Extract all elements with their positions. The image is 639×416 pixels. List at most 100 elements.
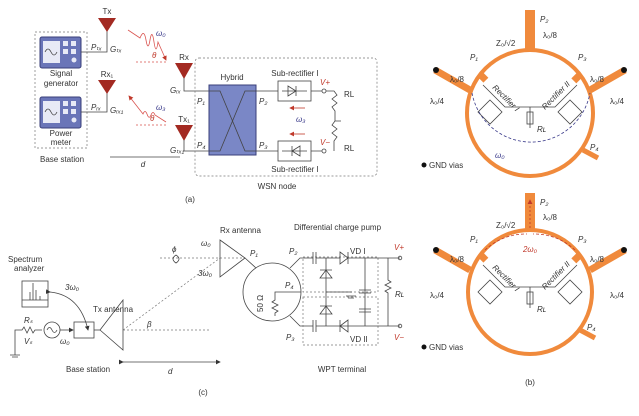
- hybrid-label: Hybrid: [220, 73, 243, 82]
- wsn-node-label: WSN node: [258, 182, 297, 191]
- rectifier-1-label-b: Rectifier I: [491, 263, 522, 294]
- vd2-label: VD II: [350, 335, 368, 344]
- lambda8-right-label: λ₀/8: [590, 75, 605, 84]
- vd1-box: [302, 256, 379, 293]
- wpt-terminal-label: WPT terminal: [318, 365, 367, 374]
- tx1-label: Tx₁: [178, 115, 190, 124]
- z0-label-b: Z₀/√2: [496, 221, 516, 230]
- p2-label: P₂: [259, 97, 267, 106]
- lambda4-right-label: λ₀/4: [610, 97, 625, 106]
- gnd-via-icon-b: [421, 344, 427, 350]
- p4-label-b: P₄: [587, 323, 596, 332]
- tx-antenna-icon: [98, 18, 116, 32]
- rectifier-2-label-b: Rectifier II: [540, 259, 572, 291]
- tx-label: Tx: [103, 7, 112, 16]
- base-station-c-label: Base station: [66, 365, 110, 374]
- signal-generator-label: Signal: [50, 69, 72, 78]
- gnd-vias-label: GND vias: [429, 161, 463, 170]
- p2-label: P₂: [540, 15, 548, 24]
- phi-label: ϕ: [172, 245, 177, 254]
- p1-c-label: P₁: [250, 249, 258, 258]
- v-minus-c-label: V−: [394, 333, 404, 342]
- omega0-rx-label: ω₀: [201, 239, 211, 248]
- p4-label: P₄: [197, 141, 206, 150]
- three-omega0-rx-label: 3ω₀: [198, 269, 213, 278]
- g-rx1-label: Gᵣₓ₁: [110, 106, 124, 115]
- p1-label-b: P₁: [470, 235, 478, 244]
- theta-label-2: θ: [150, 114, 155, 123]
- rx-label: Rx: [179, 53, 189, 62]
- panel-b-caption: (b): [525, 378, 535, 387]
- lambda4-left-label: λ₀/4: [430, 97, 445, 106]
- rx1-label: Rx₁: [101, 70, 114, 79]
- p1-label: P₁: [470, 53, 478, 62]
- distance-label: d: [141, 160, 146, 169]
- vd1-label: VD I: [350, 247, 366, 256]
- panel-b: Rectifier I Rectifier II Rʟ P₂ λ₀/8 Z₀/√…: [421, 10, 627, 387]
- rx-antenna-icon: [219, 239, 246, 278]
- lambda8-left-label: λ₀/8: [450, 75, 465, 84]
- v-plus-label: V+: [320, 78, 330, 87]
- lambda4-right-label-b: λ₀/4: [610, 291, 625, 300]
- tx-antenna-icon: [99, 298, 124, 351]
- g-tx-label: Gₜₓ: [110, 45, 122, 54]
- signal-generator-label-2: generator: [44, 79, 79, 88]
- rl-top-label: RL: [344, 90, 355, 99]
- rl-c-label: Rʟ: [395, 290, 404, 299]
- charge-pump-label: Differential charge pump: [294, 223, 382, 232]
- power-meter-icon: [39, 96, 82, 129]
- gnd-via-icon: [421, 162, 427, 168]
- spectrum-analyzer-icon: [21, 280, 49, 308]
- z0-label: Z₀/√2: [496, 39, 516, 48]
- p3-c-label: P₃: [286, 333, 295, 342]
- rx1-antenna-icon: [98, 80, 116, 94]
- tx1-antenna-icon: [175, 125, 193, 141]
- sub-rectifier-top: [277, 80, 312, 102]
- theta-label: θ: [152, 51, 157, 60]
- rs-label: Rₛ: [24, 316, 34, 325]
- sub-rectifier-bottom: [277, 140, 312, 162]
- rl-bottom-label: RL: [344, 144, 355, 153]
- p-tx-label: Pₜₓ: [91, 43, 102, 52]
- sub-rectifier-bottom-label: Sub-rectifier I: [271, 165, 319, 174]
- circulator-icon: [73, 321, 95, 339]
- vd2-box: [302, 296, 379, 346]
- tx-antenna-label: Tx antenna: [93, 305, 134, 314]
- lambda8-right-label-b: λ₀/8: [590, 255, 605, 264]
- charge-pump-circuit: [310, 251, 403, 333]
- panel-a: Signal generator Power meter Base statio…: [34, 7, 378, 204]
- omega0-label: ω₀: [156, 29, 166, 38]
- sub-rectifier-top-label: Sub-rectifier I: [271, 69, 319, 78]
- rx-antenna-icon: [175, 63, 193, 79]
- fifty-ohm-label: 50 Ω: [256, 295, 265, 312]
- g-tx1-label: Gₜₓ₁: [170, 146, 185, 155]
- panel-a-caption: (a): [185, 195, 195, 204]
- base-station-box: [34, 31, 88, 149]
- spectrum-analyzer-label: Spectrum: [8, 255, 43, 264]
- omega3-node-label: ω₃: [296, 115, 305, 124]
- distance-c-label: d: [168, 367, 173, 376]
- omega0-label: ω₀: [495, 151, 505, 160]
- ring-top: Rectifier I Rectifier II Rʟ P₂ λ₀/8 Z₀/√…: [421, 10, 627, 178]
- lambda4-left-label-b: λ₀/4: [430, 291, 445, 300]
- signal-generator-icon: [39, 36, 82, 69]
- lambda8-label-b: λ₀/8: [543, 213, 558, 222]
- p4-label: P₄: [590, 143, 599, 152]
- ring-bottom: 2ω₀ Rectifier I Rectifier II Rʟ P₂ λ₀/8 …: [421, 193, 627, 356]
- forward-wave: ω₀ θ: [127, 29, 167, 63]
- v-plus-c-label: V+: [394, 243, 404, 252]
- panel-c-caption: (c): [198, 388, 208, 397]
- p3-label-b: P₃: [578, 235, 587, 244]
- backward-wave: ω₃ θ: [128, 95, 167, 126]
- vs-label: Vₛ: [24, 337, 33, 346]
- p2-label-b: P₂: [540, 198, 548, 207]
- rx-antenna-label: Rx antenna: [220, 226, 261, 235]
- three-omega0-label: 3ω₀: [65, 283, 80, 292]
- p-rx-label: Pᵣₓ: [91, 103, 101, 112]
- rl-label: Rʟ: [537, 125, 546, 134]
- lambda8-label: λ₀/8: [543, 31, 558, 40]
- p3-label: P₃: [259, 141, 268, 150]
- beta-label: β: [146, 320, 152, 329]
- panel-c: Spectrum analyzer 3ω₀ Rₛ Vₛ ω₀ Tx antenn…: [8, 223, 404, 397]
